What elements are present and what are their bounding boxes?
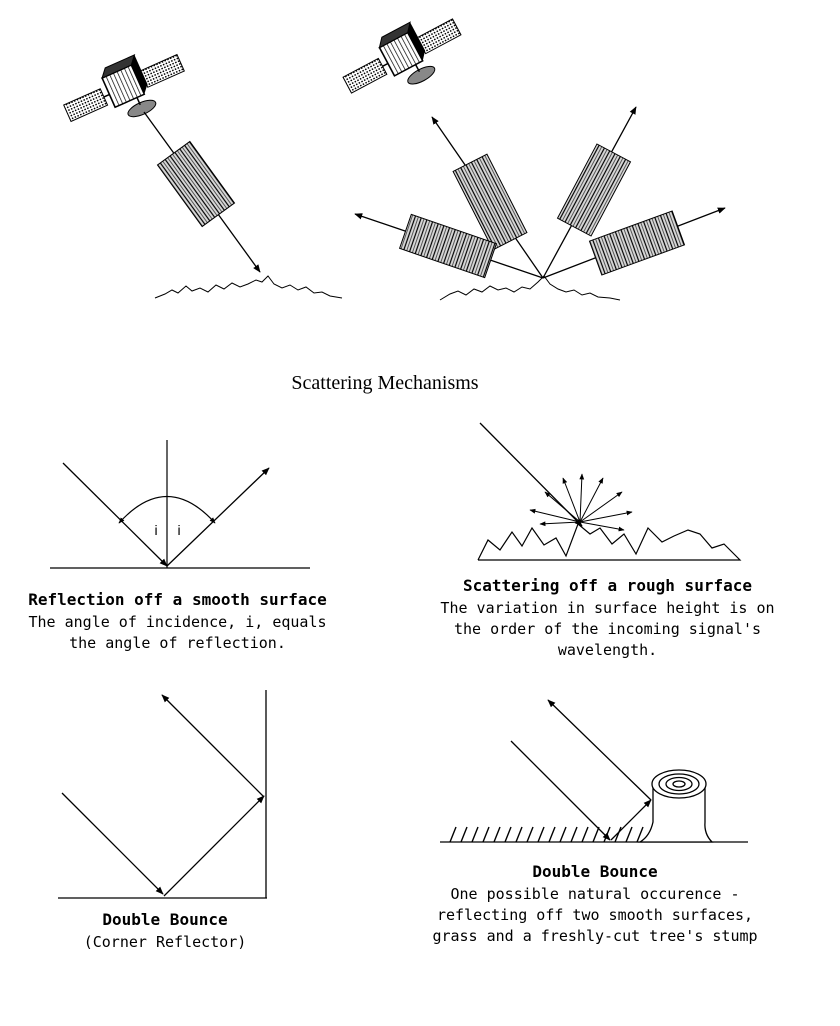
wave-packet-icon — [452, 153, 528, 251]
stump-caption: One possible natural occurence - reflect… — [432, 885, 758, 945]
corner-heading: Double Bounce — [102, 910, 228, 929]
smooth-caption: The angle of incidence, i, equals the an… — [28, 613, 327, 652]
stump-double-bounce-diagram — [440, 699, 748, 843]
grass-hatching — [449, 826, 644, 843]
corner-reflector-diagram — [58, 690, 267, 899]
corner-caption: (Corner Reflector) — [83, 933, 247, 951]
tree-stump-icon — [637, 769, 714, 843]
smooth-heading: Reflection off a smooth surface — [28, 590, 327, 609]
smooth-reflection-diagram — [50, 440, 310, 569]
rough-heading: Scattering off a rough surface — [463, 576, 752, 595]
rough-scattering-diagram — [477, 422, 742, 561]
satellite-left-icon — [63, 53, 185, 123]
stump-heading: Double Bounce — [532, 862, 658, 881]
incidence-angle-label: i — [154, 522, 158, 538]
wave-packet-icon — [588, 210, 686, 276]
wave-packet-icon — [156, 140, 236, 228]
rough-caption: The variation in surface height is on th… — [440, 599, 775, 659]
rough-ground-line-right — [439, 275, 621, 301]
reflection-angle-label: i — [177, 522, 181, 538]
wave-packet-icon — [556, 143, 632, 237]
rough-ground-line — [154, 275, 343, 299]
wave-packet-icon — [398, 213, 498, 279]
satellite-right-icon — [342, 18, 462, 94]
page-title: Scattering Mechanisms — [291, 372, 479, 394]
